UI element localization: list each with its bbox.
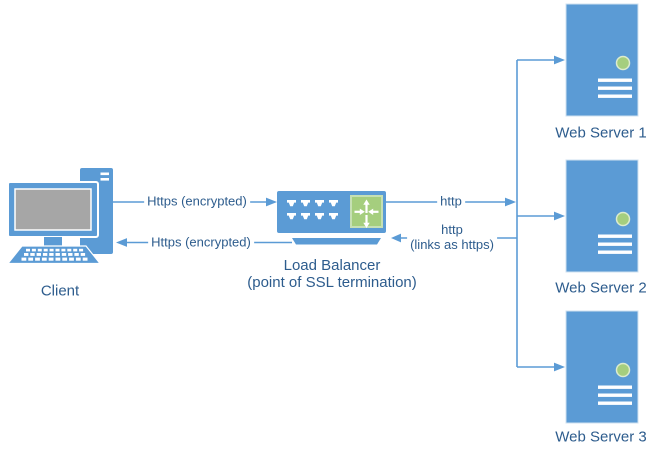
status-led-icon <box>615 211 631 227</box>
web-server-2-icon <box>565 159 639 273</box>
edge-label-https-lb-to-client: Https (encrypted) <box>148 234 254 250</box>
edge-label-https-client-to-lb: Https (encrypted) <box>144 194 250 210</box>
arrow-junction-to-server-3 <box>517 362 565 372</box>
status-led-icon <box>615 362 631 378</box>
client-label: Client <box>40 282 80 300</box>
monitor-stand <box>44 237 62 247</box>
server-2-label: Web Server 2 <box>555 279 647 297</box>
client-computer-icon <box>6 168 113 265</box>
load-balancing-arrows-icon <box>350 195 383 228</box>
load-balancer-label: Load Balancer (point of SSL termination) <box>247 257 417 292</box>
server-1-label: Web Server 1 <box>555 124 647 142</box>
load-balancer-label-line-2: (point of SSL termination) <box>247 274 417 291</box>
edge-label-http-lb-to-servers: http <box>437 194 465 210</box>
computer-monitor <box>7 181 99 247</box>
arrow-junction-to-server-2 <box>517 211 565 221</box>
server-vents <box>598 78 632 98</box>
computer-keyboard <box>6 245 102 265</box>
web-server-1-icon <box>565 3 639 117</box>
keyboard-keys <box>21 248 88 261</box>
web-server-3-icon <box>565 310 639 424</box>
status-led-icon <box>615 55 631 71</box>
server-vents <box>598 234 632 254</box>
load-balancer-icon <box>277 191 386 245</box>
edge-label-line-1: http <box>441 222 463 238</box>
server-3-label: Web Server 3 <box>555 428 647 446</box>
switch-ports <box>287 200 338 220</box>
load-balancer-label-line-1: Load Balancer <box>283 256 381 274</box>
edge-label-http-servers-to-lb: http (links as https) <box>407 222 497 253</box>
monitor-screen <box>14 188 92 231</box>
switch-base <box>292 238 381 245</box>
edge-label-line-2: (links as https) <box>410 237 494 252</box>
server-vents <box>598 385 632 405</box>
arrow-junction-to-server-1 <box>517 55 565 65</box>
